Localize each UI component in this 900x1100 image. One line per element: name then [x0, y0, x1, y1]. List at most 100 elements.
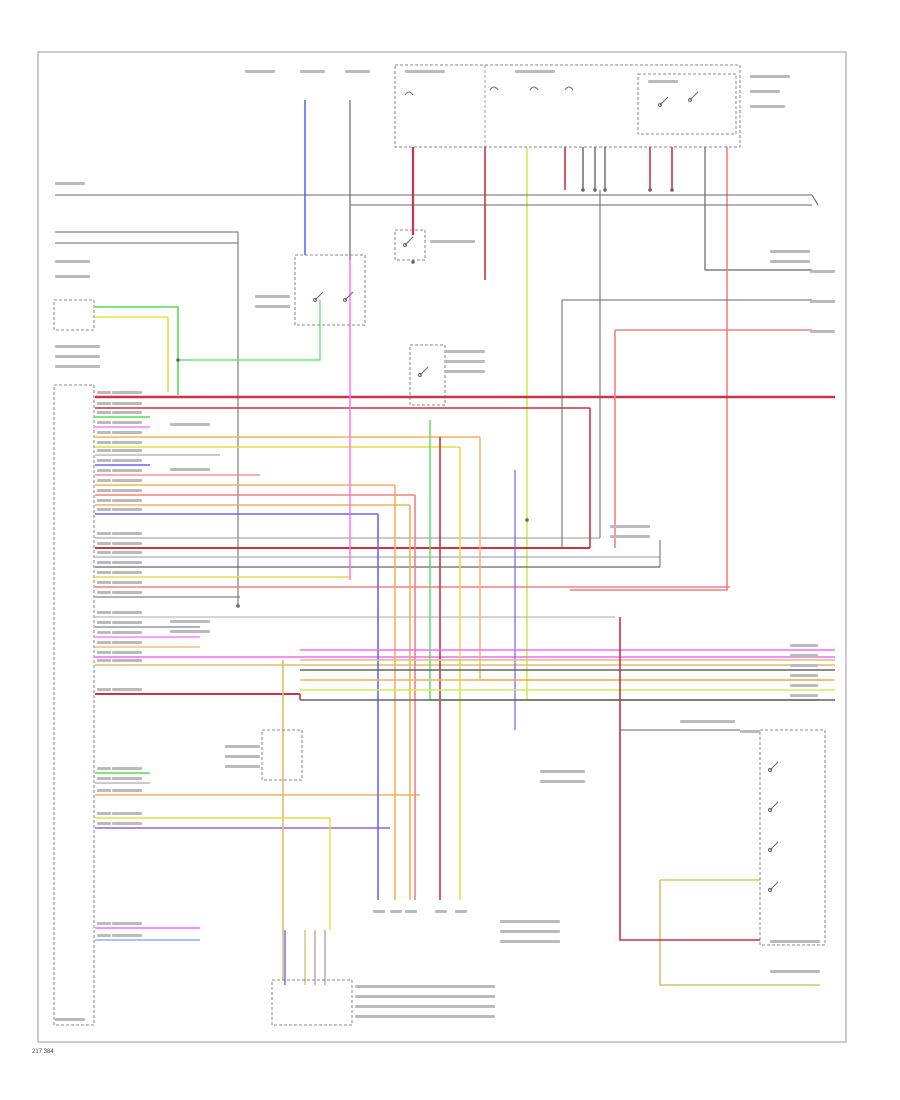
wire-code-10 [112, 489, 142, 492]
pin-label-23 [97, 641, 111, 644]
relay-switch-b-pivot [688, 98, 692, 102]
pin-label-12 [97, 508, 111, 511]
right-exit-label-5 [790, 694, 818, 697]
relay-switch-a-pivot [658, 103, 662, 107]
top-label-0 [405, 70, 445, 73]
feed-pink-right [570, 147, 728, 591]
mid-label-4 [170, 468, 210, 471]
pin-label-28 [97, 777, 111, 780]
splice-8 [525, 518, 529, 522]
left-label-1 [55, 182, 85, 185]
wire-code-33 [112, 934, 142, 937]
sensor-note-2 [500, 930, 560, 933]
wire-code-31 [112, 822, 142, 825]
fuse-0 [404, 91, 414, 96]
combo-pin [740, 730, 760, 733]
left-label-3 [55, 275, 90, 278]
right-label-6 [610, 525, 650, 528]
bottom-label-2 [355, 995, 495, 998]
wire-code-7 [112, 459, 142, 462]
pin-label-18 [97, 581, 111, 584]
right-label-2 [770, 260, 810, 263]
wire-code-22 [112, 631, 142, 634]
pressure-label-3 [445, 370, 485, 373]
ecm-bottom-label [55, 1018, 85, 1021]
splice-4 [648, 188, 652, 192]
junction-block [394, 64, 741, 148]
speed-wire-green-2 [178, 300, 321, 361]
pin-label-8 [97, 469, 111, 472]
neutral-label-1 [255, 295, 290, 298]
pin-label-27 [97, 767, 111, 770]
wire-code-9 [112, 479, 142, 482]
relay-mid-switch-pivot [403, 243, 407, 247]
pin-label-5 [97, 441, 111, 444]
left-label-2 [55, 260, 90, 263]
sensor-note-1 [500, 920, 560, 923]
splice-2 [593, 188, 597, 192]
wire-code-20 [112, 611, 142, 614]
relay-mid [394, 229, 426, 261]
neutral-switch-b-pivot [343, 298, 347, 302]
pin-label-33 [97, 934, 111, 937]
wire-code-30 [112, 812, 142, 815]
right-exit-label-2 [790, 664, 818, 667]
bottom-label-1 [355, 985, 495, 988]
combo-label-top [680, 720, 735, 723]
pin-label-13 [97, 532, 111, 535]
pin-label-3 [97, 421, 111, 424]
top-label-5 [345, 70, 370, 73]
sensor-pin-4 [455, 910, 467, 913]
wire-code-5 [112, 441, 142, 444]
vss-label-2 [225, 755, 260, 758]
sensor-pin-3 [435, 910, 447, 913]
combo-wire-red [619, 617, 760, 941]
right-label-3 [810, 270, 835, 273]
top-label-8 [750, 105, 785, 108]
top-label-4 [300, 70, 325, 73]
wire-code-11 [112, 499, 142, 502]
wire-code-4 [112, 431, 142, 434]
pin-label-1 [97, 402, 111, 405]
wire-code-18 [112, 581, 142, 584]
wire-code-29 [112, 789, 142, 792]
wire-code-8 [112, 469, 142, 472]
pin-label-26 [97, 688, 111, 691]
pin-label-17 [97, 571, 111, 574]
wire-code-13 [112, 532, 142, 535]
vehicle-speed-sensor [261, 729, 303, 781]
splice-7 [176, 358, 180, 362]
wire-code-12 [112, 508, 142, 511]
pin-label-22 [97, 631, 111, 634]
vss-label-3 [225, 765, 260, 768]
combination-switch-1-pivot [768, 808, 772, 812]
combo-label-2 [770, 970, 820, 973]
splice-5 [670, 188, 674, 192]
sensor-note-5 [540, 780, 585, 783]
speed-wire-yellow [95, 316, 169, 392]
pin-label-6 [97, 449, 111, 452]
pin-label-20 [97, 611, 111, 614]
component-layer [53, 64, 835, 1026]
wire-layer [55, 100, 835, 986]
sensor-pin-2 [405, 910, 417, 913]
neutral-switch [294, 254, 366, 326]
top-label-1 [515, 70, 555, 73]
right-label-4 [810, 300, 835, 303]
ecm-label-2 [55, 355, 100, 358]
top-label-2 [648, 80, 678, 83]
right-label-7 [610, 535, 650, 538]
right-label-1 [770, 250, 810, 253]
combination-switch-3-pivot [768, 888, 772, 892]
ecm-label-1 [55, 345, 100, 348]
pin-label-15 [97, 551, 111, 554]
right-exit-label-0 [790, 644, 818, 647]
wire-code-3 [112, 421, 142, 424]
sensor-note-3 [500, 940, 560, 943]
diagram-border [37, 51, 847, 1043]
pin-label-2 [97, 411, 111, 414]
combo-wire-tan-2 [659, 880, 820, 986]
pin-label-0 [97, 391, 111, 394]
wire-code-1 [112, 402, 142, 405]
